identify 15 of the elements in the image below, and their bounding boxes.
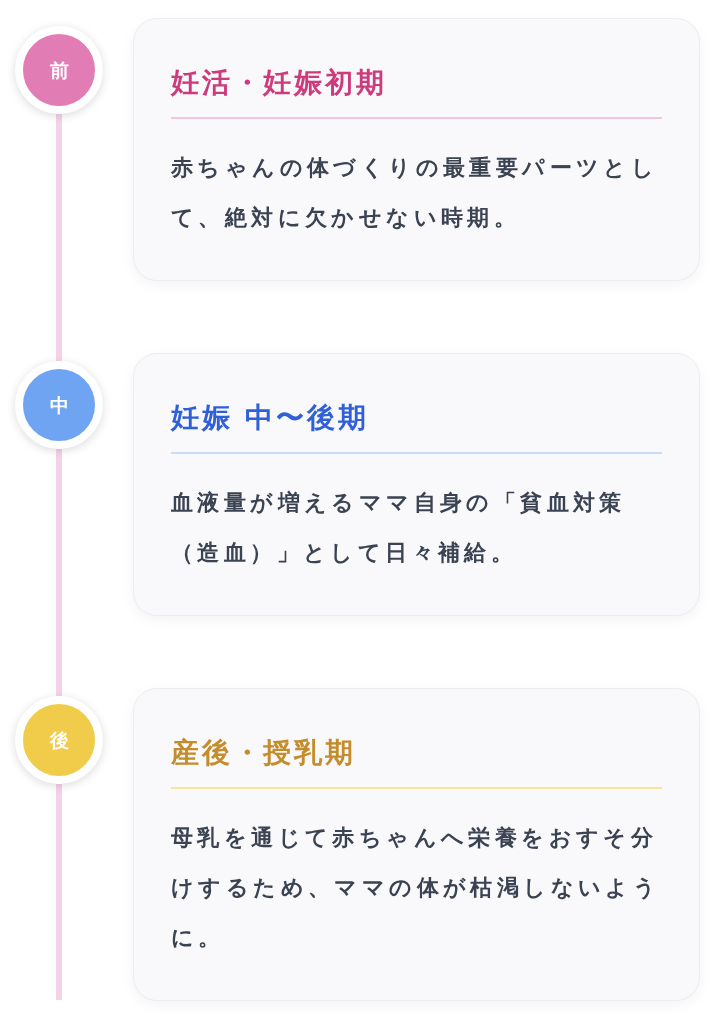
timeline-card [133,688,700,1001]
phase-label: 後 [49,730,69,750]
timeline-line [56,114,62,361]
timeline-line [56,784,62,1000]
card-text: 母乳を通じて赤ちゃんへ栄養をおすそ分けするため、ママの体が枯渇しないように。 [171,824,662,952]
timeline-line [56,449,62,696]
card-text: 赤ちゃんの体づくりの最重要パーツとして、絶対に欠かせない時期。 [171,154,660,232]
timeline-card [133,353,700,616]
card-title: 妊活・妊娠初期 [171,65,388,101]
card-title: 産後・授乳期 [171,735,357,771]
timeline-card [133,18,700,281]
card-text: 血液量が増えるママ自身の「貧血対策（造血）」として日々補給。 [171,489,627,567]
phase-label: 前 [49,60,69,80]
phase-label: 中 [49,395,69,415]
card-title: 妊娠 中〜後期 [171,400,370,436]
